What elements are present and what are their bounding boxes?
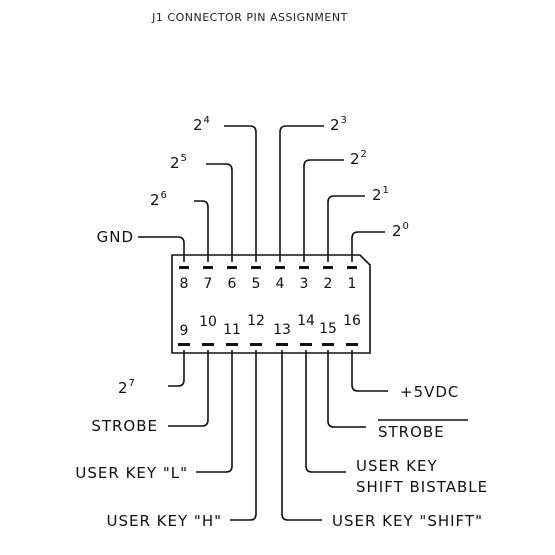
pin-marker-4 bbox=[275, 266, 285, 269]
pin-marker-8 bbox=[179, 266, 189, 269]
label-user-key-shift: USER KEY "SHIFT" bbox=[332, 512, 483, 530]
pin-number-8: 8 bbox=[180, 276, 189, 292]
pin-number-15: 15 bbox=[319, 321, 337, 337]
pin-marker-5 bbox=[251, 266, 261, 269]
pin-number-5: 5 bbox=[252, 276, 261, 292]
pin-number-2: 2 bbox=[324, 276, 333, 292]
label-shift-bistable: SHIFT BISTABLE bbox=[356, 478, 488, 496]
top-leader-lines bbox=[138, 125, 385, 262]
connector-body bbox=[171, 254, 371, 354]
pin-number-4: 4 bbox=[276, 276, 285, 292]
label-user-key-h: USER KEY "H" bbox=[107, 512, 223, 530]
pin-number-6: 6 bbox=[228, 276, 237, 292]
label-bit-2: 22 bbox=[350, 149, 367, 168]
pin-marker-2 bbox=[323, 266, 333, 269]
pin-number-13: 13 bbox=[273, 322, 291, 338]
label-user-key-l: USER KEY "L" bbox=[75, 464, 188, 482]
leader-pin-14 bbox=[305, 350, 346, 473]
leader-pin-10 bbox=[168, 350, 209, 427]
leader-pin-1 bbox=[351, 231, 385, 262]
leader-pin-7 bbox=[194, 200, 209, 262]
diagram-title: J1 CONNECTOR PIN ASSIGNMENT bbox=[151, 11, 348, 24]
label-gnd: GND bbox=[97, 228, 134, 246]
leader-pin-12 bbox=[230, 350, 257, 521]
label-bit-0: 20 bbox=[392, 221, 409, 240]
pin-marker-6 bbox=[227, 266, 237, 269]
label-bit-1: 21 bbox=[372, 185, 389, 204]
leader-pin-5 bbox=[224, 125, 257, 262]
pin-number-16: 16 bbox=[343, 313, 361, 329]
leader-pin-6 bbox=[206, 163, 233, 262]
pin-marker-7 bbox=[203, 266, 213, 269]
leader-pin-13 bbox=[281, 350, 322, 521]
bottom-leader-lines bbox=[168, 350, 388, 521]
label-strobe-inverted: STROBE bbox=[378, 423, 445, 441]
leader-pin-16 bbox=[351, 350, 388, 392]
pin-number-11: 11 bbox=[223, 322, 241, 338]
pin-marker-9 bbox=[178, 343, 190, 346]
bottom-labels: 27 STROBE USER KEY "L" USER KEY "H" USER… bbox=[75, 378, 488, 530]
top-labels: GND 26 25 24 23 22 21 20 bbox=[97, 115, 409, 246]
leader-pin-15 bbox=[327, 350, 366, 428]
pin-marker-16 bbox=[346, 343, 358, 346]
pin-marker-12 bbox=[250, 343, 262, 346]
pin-marker-10 bbox=[202, 343, 214, 346]
pin-number-3: 3 bbox=[300, 276, 309, 292]
pin-marker-13 bbox=[276, 343, 288, 346]
top-pin-numbers: 8 7 6 5 4 3 2 1 bbox=[180, 276, 357, 292]
pin-marker-14 bbox=[300, 343, 312, 346]
pin-number-9: 9 bbox=[180, 323, 189, 339]
pin-number-12: 12 bbox=[247, 313, 265, 329]
bottom-pin-numbers: 9 10 11 12 13 14 15 16 bbox=[180, 313, 361, 339]
pin-marker-1 bbox=[347, 266, 357, 269]
leader-pin-9 bbox=[168, 350, 185, 387]
top-pin-markers bbox=[179, 266, 357, 269]
pin-number-14: 14 bbox=[297, 313, 315, 329]
label-user-key-line1: USER KEY bbox=[356, 457, 438, 475]
bottom-pin-markers bbox=[178, 343, 358, 346]
leader-pin-4 bbox=[279, 125, 324, 262]
label-bit-3: 23 bbox=[330, 115, 347, 134]
pin-marker-11 bbox=[226, 343, 238, 346]
leader-pin-2 bbox=[327, 195, 365, 262]
leader-pin-11 bbox=[196, 350, 233, 473]
pin-marker-3 bbox=[299, 266, 309, 269]
label-strobe: STROBE bbox=[91, 417, 158, 435]
pin-number-10: 10 bbox=[199, 314, 217, 330]
leader-pin-3 bbox=[303, 159, 344, 262]
label-5vdc: +5VDC bbox=[400, 383, 459, 401]
label-bit-6: 26 bbox=[150, 190, 167, 209]
leader-pin-8 bbox=[138, 236, 185, 262]
pin-number-7: 7 bbox=[204, 276, 213, 292]
label-bit-7: 27 bbox=[118, 378, 135, 397]
pin-marker-15 bbox=[322, 343, 334, 346]
label-bit-4: 24 bbox=[193, 115, 210, 134]
pin-number-1: 1 bbox=[348, 276, 357, 292]
label-bit-5: 25 bbox=[170, 153, 187, 172]
